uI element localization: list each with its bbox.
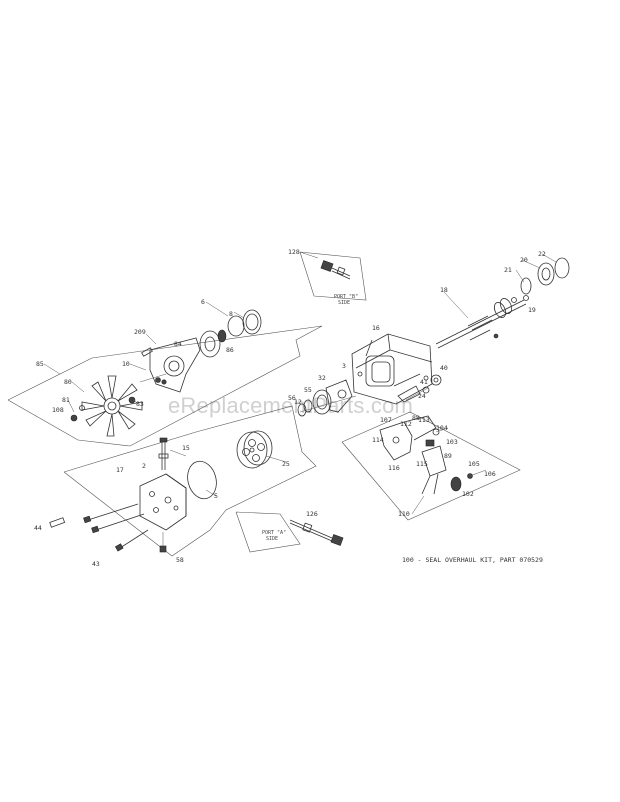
callout-56: 56 [288,394,296,402]
bearing-seal-stack-part [199,309,262,358]
callout-103: 103 [446,438,458,446]
center-section-part [49,473,187,553]
callout-81: 81 [62,396,70,404]
callout-3: 3 [342,362,346,370]
callout-102: 102 [462,490,474,498]
callout-41: 41 [420,378,428,386]
group-outline-control [341,411,521,521]
callout-40: 40 [440,364,448,372]
transmission-housing-part [351,333,433,405]
callout-114: 114 [372,436,384,444]
leader-lines [43,251,557,515]
callout-113: 113 [418,416,430,424]
callout-80: 80 [64,378,72,386]
control-arm-assembly-part [379,415,487,495]
group-outline-center-section [63,405,317,557]
callout-85: 85 [36,360,44,368]
callout-105: 105 [468,460,480,468]
cooling-fan-part [70,375,143,437]
svg-text:PORT "A": PORT "A" [262,530,286,536]
check-valve-rod-part [158,437,169,470]
o-ring-part [187,460,217,500]
callout-20: 20 [520,256,528,264]
svg-text:SIDE: SIDE [266,536,278,542]
callout-88: 88 [412,414,420,422]
cylinder-block-part [236,430,273,469]
input-bearing-stack-part [297,379,357,417]
callout-5: 5 [214,492,218,500]
output-shaft-part [435,297,527,349]
callout-107: 107 [380,416,392,424]
callout-32: 32 [318,374,326,382]
port-a-fitting-part [289,519,344,546]
callout-104: 104 [436,424,448,432]
callout-108: 108 [52,406,64,414]
callout-112: 112 [400,420,412,428]
callout-labels: 128 6 8 209 84 86 10 85 80 81 83 108 2 3… [34,248,546,568]
svg-text:SIDE: SIDE [338,300,350,306]
callout-16: 16 [372,324,380,332]
seal-kit-note: 100 - SEAL OVERHAUL KIT, PART 070529 [402,556,543,564]
port-a-label: PORT "A" SIDE [262,530,286,542]
callout-21: 21 [504,266,512,274]
callout-55: 55 [304,386,312,394]
callout-2: 2 [142,462,146,470]
port-b-fitting-part [320,260,351,280]
callout-6: 6 [201,298,205,306]
pulley-bracket-part [139,337,201,393]
callout-116: 116 [388,464,400,472]
callout-43: 43 [92,560,100,568]
callout-22: 22 [538,250,546,258]
group-outline-port-b [299,251,367,301]
control-shaft-parts [397,374,442,403]
callout-19: 19 [528,306,536,314]
callout-106: 106 [484,470,496,478]
callout-24: 24 [418,392,426,400]
callout-8: 8 [229,310,233,318]
callout-83: 83 [136,400,144,408]
callout-44: 44 [34,524,42,532]
svg-text:PORT "B": PORT "B" [334,294,358,300]
port-b-label: PORT "B" SIDE [334,294,358,306]
callout-110: 110 [398,510,410,518]
callout-84: 84 [174,340,182,348]
callout-115: 115 [416,460,428,468]
callout-209: 209 [134,328,146,336]
callout-12: 12 [294,398,302,406]
callout-126: 126 [306,510,318,518]
callout-17: 17 [116,466,124,474]
group-outline-port-a [235,511,301,553]
callout-25: 25 [282,460,290,468]
callout-18: 18 [440,286,448,294]
group-outline-fan [7,325,323,447]
callout-10: 10 [122,360,130,368]
callout-89: 89 [444,452,452,460]
callout-128: 128 [288,248,300,256]
callout-58: 58 [176,556,184,564]
output-seal-stack-part [520,257,570,301]
callout-15: 15 [182,444,190,452]
callout-86: 86 [226,346,234,354]
